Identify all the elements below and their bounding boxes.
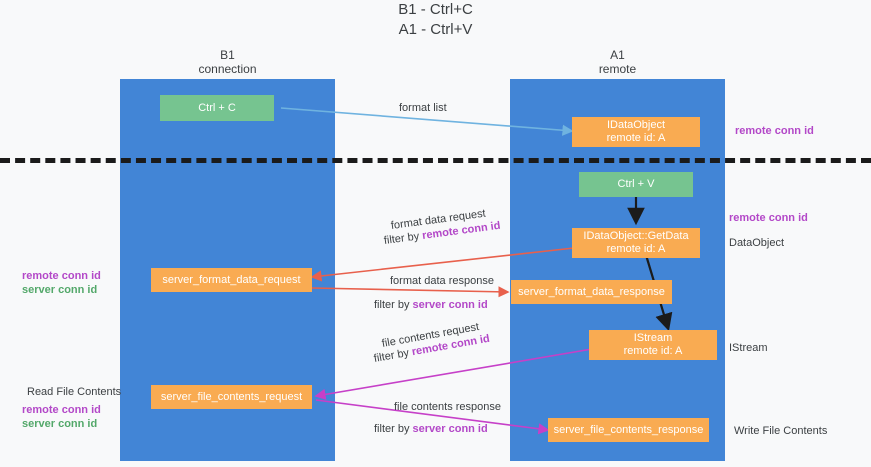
arrow-format-list <box>280 107 574 136</box>
box-server-file-contents-request-label: server_file_contents_request <box>160 390 303 403</box>
arrow-file-contents-request <box>314 348 593 400</box>
box-ctrl-c-label: Ctrl + C <box>198 101 236 114</box>
arrow-format-data-response <box>311 286 510 298</box>
box-server-format-data-response-label: server_format_data_response <box>518 285 665 298</box>
box-ctrl-v-label: Ctrl + V <box>617 178 655 190</box>
edge-label-format-list: format list <box>399 102 447 114</box>
box-istream[interactable]: IStream remote id: A <box>589 330 717 360</box>
box-idataobject-line2: remote id: A <box>606 132 666 144</box>
title-line-1: B1 - Ctrl+C <box>398 1 473 18</box>
annotation-right-remote-conn-id-2: remote conn id <box>729 212 808 224</box>
title-line-2: A1 - Ctrl+V <box>398 21 473 38</box>
box-ctrl-c[interactable]: Ctrl + C <box>160 95 274 121</box>
box-server-format-data-request-label: server_format_data_request <box>162 273 301 286</box>
annotation-right-dataobject: DataObject <box>729 237 785 249</box>
edge-label-format-data-response-filter: filter by server conn id <box>374 298 488 312</box>
filter-key-server-conn-id-2: server conn id <box>412 423 488 435</box>
box-server-format-data-response[interactable]: server_format_data_response <box>511 280 672 304</box>
arrow-file-contents-response <box>315 399 550 435</box>
box-idataobject[interactable]: IDataObject remote id: A <box>572 117 700 147</box>
box-ctrl-v[interactable]: Ctrl + V <box>579 172 693 197</box>
annotation-right-istream: IStream <box>729 342 768 354</box>
box-istream-line2: remote id: A <box>623 345 683 357</box>
arrow-format-data-request <box>310 247 575 282</box>
phase-divider <box>0 158 871 163</box>
annotation-right-write-file-contents: Write File Contents <box>734 425 828 437</box>
box-istream-line1: IStream <box>633 332 673 344</box>
filter-key-server-conn-id-1: server conn id <box>412 299 488 311</box>
filter-prefix-4: filter by <box>374 423 413 435</box>
column-header-a1: A1 remote <box>510 48 725 76</box>
annotation-left-read-file-contents: Read File Contents <box>27 386 122 398</box>
column-header-a1-role: remote <box>598 62 637 76</box>
annotation-left-server-conn-id-2: server conn id <box>22 418 98 430</box>
annotation-left-remote-conn-id-2: remote conn id <box>22 404 101 416</box>
filter-prefix-2: filter by <box>374 299 413 311</box>
box-server-format-data-request[interactable]: server_format_data_request <box>151 268 312 292</box>
column-header-a1-name: A1 <box>610 48 625 62</box>
edge-label-file-contents-response-filter: filter by server conn id <box>374 422 488 436</box>
annotation-left-remote-conn-id-1: remote conn id <box>22 270 101 282</box>
edge-label-file-contents-response: file contents response <box>394 401 502 413</box>
column-header-b1-role: connection <box>198 62 257 76</box>
box-idataobject-getdata-line2: remote id: A <box>606 243 666 255</box>
annotation-right-remote-conn-id-1: remote conn id <box>735 125 814 137</box>
page-title: B1 - Ctrl+C A1 - Ctrl+V <box>0 0 871 40</box>
box-idataobject-getdata[interactable]: IDataObject::GetData remote id: A <box>572 228 700 258</box>
box-server-file-contents-request[interactable]: server_file_contents_request <box>151 385 312 409</box>
column-header-b1: B1 connection <box>120 48 335 76</box>
box-server-file-contents-response[interactable]: server_file_contents_response <box>548 418 709 442</box>
edge-label-format-data-response: format data response <box>390 275 494 287</box>
column-header-b1-name: B1 <box>220 48 235 62</box>
box-idataobject-getdata-line1: IDataObject::GetData <box>583 230 689 242</box>
box-server-file-contents-response-label: server_file_contents_response <box>553 423 704 436</box>
box-idataobject-line1: IDataObject <box>606 119 666 131</box>
annotation-left-server-conn-id-1: server conn id <box>22 284 98 296</box>
